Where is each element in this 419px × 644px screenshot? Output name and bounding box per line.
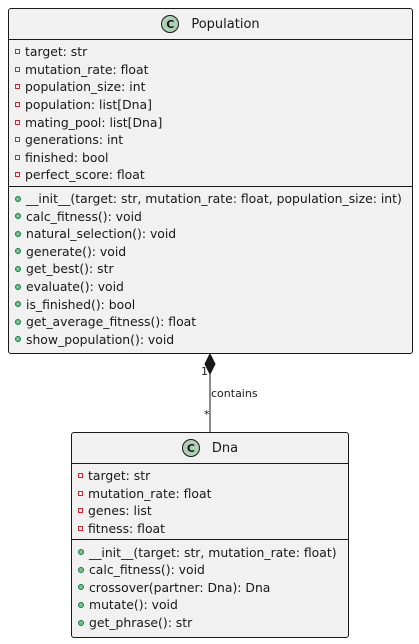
public-visibility-icon (15, 265, 21, 272)
method-row: show_population(): void (9, 331, 412, 349)
attribute-row: mutation_rate: float (72, 485, 348, 503)
attribute-row: genes: list (72, 502, 348, 520)
method-row: is_finished(): bool (9, 295, 412, 313)
public-visibility-icon (15, 301, 21, 308)
attribute-text: finished: bool (25, 149, 109, 165)
method-row: __init__(target: str, mutation_rate: flo… (72, 543, 348, 561)
population-class[interactable]: C Population target: str mutation_rate: … (8, 8, 413, 354)
method-text: show_population(): void (26, 331, 175, 347)
method-row: __init__(target: str, mutation_rate: flo… (9, 190, 412, 208)
dna-class[interactable]: C Dna target: str mutation_rate: float g… (71, 432, 349, 638)
attribute-text: population_size: int (25, 79, 146, 95)
private-visibility-icon (15, 154, 20, 160)
population-class-name: Population (191, 16, 260, 32)
public-visibility-icon (15, 283, 21, 290)
attribute-text: perfect_score: float (25, 167, 145, 183)
public-visibility-icon (15, 230, 21, 237)
private-visibility-icon (78, 490, 83, 496)
public-visibility-icon (15, 336, 21, 343)
method-text: mutate(): void (89, 597, 178, 613)
method-text: natural_selection(): void (26, 226, 177, 242)
method-row: mutate(): void (72, 596, 348, 614)
method-text: get_average_fitness(): float (26, 314, 197, 330)
public-visibility-icon (78, 584, 84, 591)
attribute-text: genes: list (88, 503, 152, 519)
public-visibility-icon (78, 619, 84, 626)
attribute-row: perfect_score: float (9, 166, 412, 184)
method-text: crossover(partner: Dna): Dna (89, 579, 271, 595)
attribute-row: target: str (72, 467, 348, 485)
dna-class-header: C Dna (72, 433, 348, 464)
attribute-text: fitness: float (88, 521, 165, 537)
dna-methods: __init__(target: str, mutation_rate: flo… (72, 539, 348, 633)
attribute-row: mating_pool: list[Dna] (9, 113, 412, 131)
private-visibility-icon (78, 473, 83, 479)
public-visibility-icon (15, 195, 21, 202)
method-row: crossover(partner: Dna): Dna (72, 579, 348, 597)
method-text: calc_fitness(): void (26, 208, 142, 224)
population-class-header: C Population (9, 9, 412, 40)
method-text: generate(): void (26, 243, 127, 259)
method-row: get_best(): str (9, 260, 412, 278)
private-visibility-icon (15, 102, 20, 108)
attribute-text: population: list[Dna] (25, 97, 152, 113)
dna-attributes: target: str mutation_rate: float genes: … (72, 464, 348, 539)
source-multiplicity: 1 (201, 365, 208, 378)
public-visibility-icon (15, 248, 21, 255)
method-text: is_finished(): bool (26, 296, 136, 312)
attribute-text: target: str (88, 468, 151, 484)
method-text: evaluate(): void (26, 279, 124, 295)
attribute-row: mutation_rate: float (9, 61, 412, 79)
attribute-text: generations: int (25, 132, 124, 148)
method-text: calc_fitness(): void (89, 562, 205, 578)
attribute-row: population_size: int (9, 78, 412, 96)
attribute-text: target: str (25, 44, 88, 60)
method-row: calc_fitness(): void (72, 561, 348, 579)
relation-label: contains (211, 387, 258, 400)
attribute-text: mating_pool: list[Dna] (25, 114, 163, 130)
private-visibility-icon (15, 84, 20, 90)
class-c-icon: C (161, 15, 180, 33)
attribute-text: mutation_rate: float (25, 61, 149, 77)
method-row: calc_fitness(): void (9, 207, 412, 225)
attribute-row: fitness: float (72, 520, 348, 538)
attribute-row: finished: bool (9, 149, 412, 167)
public-visibility-icon (15, 318, 21, 325)
private-visibility-icon (78, 526, 83, 532)
method-text: __init__(target: str, mutation_rate: flo… (26, 191, 402, 207)
method-row: evaluate(): void (9, 278, 412, 296)
private-visibility-icon (78, 508, 83, 514)
population-attributes: target: str mutation_rate: float populat… (9, 40, 412, 186)
attribute-row: generations: int (9, 131, 412, 149)
dna-class-name: Dna (211, 440, 239, 456)
class-c-icon: C (181, 439, 200, 457)
method-row: generate(): void (9, 243, 412, 261)
population-methods: __init__(target: str, mutation_rate: flo… (9, 185, 412, 350)
attribute-row: population: list[Dna] (9, 96, 412, 114)
method-text: get_best(): str (26, 261, 114, 277)
public-visibility-icon (78, 566, 84, 573)
attribute-row: target: str (9, 43, 412, 61)
method-text: get_phrase(): str (89, 615, 193, 631)
method-row: get_average_fitness(): float (9, 313, 412, 331)
private-visibility-icon (15, 49, 20, 55)
private-visibility-icon (15, 172, 20, 178)
method-row: get_phrase(): str (72, 614, 348, 632)
private-visibility-icon (15, 66, 20, 72)
public-visibility-icon (78, 601, 84, 608)
public-visibility-icon (78, 549, 84, 556)
method-row: natural_selection(): void (9, 225, 412, 243)
private-visibility-icon (15, 119, 20, 125)
private-visibility-icon (15, 137, 20, 143)
method-text: __init__(target: str, mutation_rate: flo… (89, 544, 337, 560)
attribute-text: mutation_rate: float (88, 485, 212, 501)
public-visibility-icon (15, 213, 21, 220)
target-multiplicity: * (204, 408, 210, 421)
